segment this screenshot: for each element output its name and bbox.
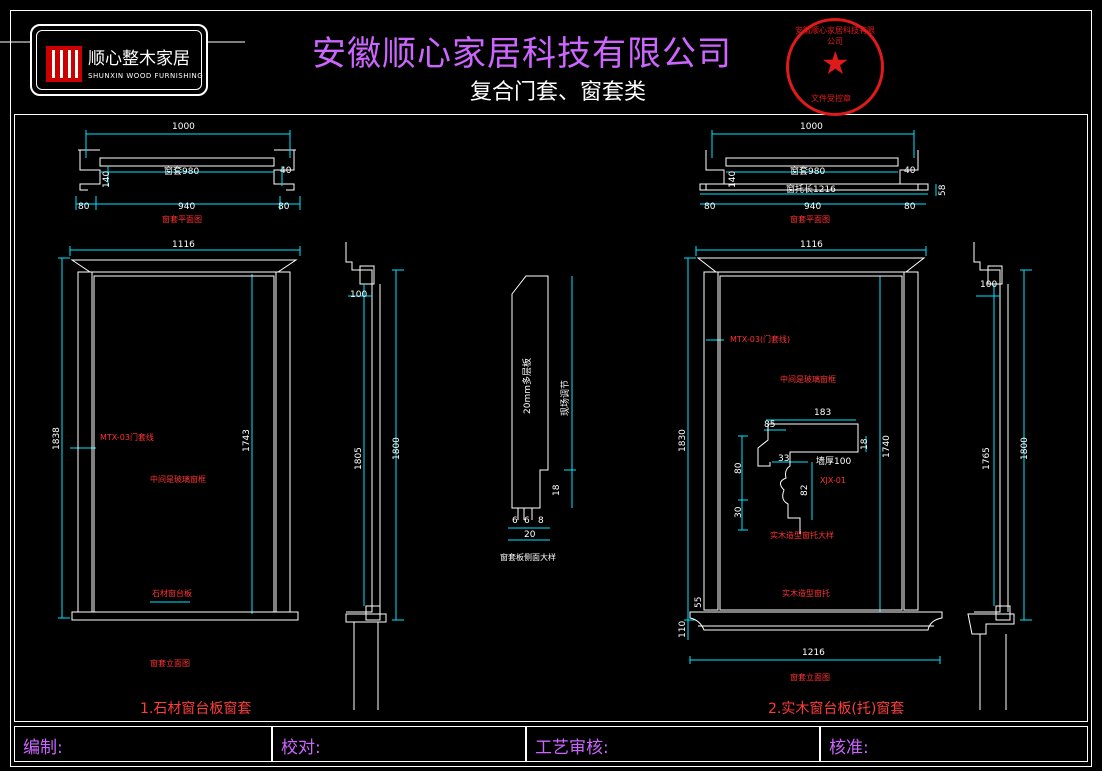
- right-plan-940: 940: [804, 202, 822, 212]
- outer-frame: [10, 10, 1092, 767]
- detail-85: 85: [764, 420, 776, 430]
- left-plan-left: 80: [78, 202, 90, 212]
- detail-18: 18: [860, 438, 870, 450]
- drawing-subtitle: 复合门套、窗套类: [470, 80, 647, 105]
- right-elev-inner: 1740: [882, 435, 892, 458]
- detail-30: 30: [734, 506, 744, 518]
- right-sec-100: 100: [980, 280, 998, 290]
- detail-82: 82: [800, 484, 810, 496]
- right-elev-width: 1116: [800, 240, 823, 250]
- left-plan-inner: 窗套980: [164, 167, 200, 177]
- footer-process-cell: 工艺审核:: [526, 726, 820, 762]
- center-sec-6a: 6: [512, 516, 518, 526]
- seal-bottom-text: 文件受控章: [811, 94, 851, 103]
- left-plan-width: 1000: [172, 122, 195, 132]
- logo-chinese-name: 顺心整木家居: [88, 49, 190, 69]
- right-plan-inner: 窗套980: [790, 167, 826, 177]
- center-sec-6b: 6: [524, 516, 530, 526]
- left-plan-940: 940: [178, 202, 196, 212]
- left-sec-height: 1805: [354, 447, 364, 470]
- right-sill-55: 55: [694, 596, 704, 608]
- right-elev-title: 窗套立面图: [790, 673, 830, 682]
- logo-mark-icon: [46, 46, 82, 82]
- drawing-frame: [14, 114, 1088, 722]
- left-caption: 1.石材窗台板窗套: [140, 701, 252, 717]
- company-logo: 顺心整木家居 SHUNXIN WOOD FURNISHING: [30, 24, 208, 96]
- left-elev-height: 1838: [52, 427, 62, 450]
- left-sec-100: 100: [350, 290, 368, 300]
- left-plan-depth: 140: [102, 170, 112, 188]
- center-sec-20w: 20: [524, 530, 536, 540]
- seal-ring-text: 安徽顺心家居科技有限公司: [795, 26, 875, 46]
- company-seal: 安徽顺心家居科技有限公司 ★ 文件受控章: [786, 18, 884, 116]
- logo-english-name: SHUNXIN WOOD FURNISHING: [88, 72, 204, 80]
- left-elev-title: 窗套立面图: [150, 659, 190, 668]
- right-plan-right: 80: [904, 202, 916, 212]
- seal-star-icon: ★: [821, 44, 850, 82]
- footer-checker-cell: 校对:: [272, 726, 526, 762]
- right-plan-width: 1000: [800, 122, 823, 132]
- left-label-middle: 中间是玻璃窗框: [150, 475, 206, 484]
- right-plan-depth: 140: [728, 170, 738, 188]
- right-sill-110: 110: [678, 620, 688, 638]
- detail-100: 墙厚100: [816, 457, 852, 467]
- left-sec-total: 1800: [392, 437, 402, 460]
- right-label-middle: 中间是玻璃窗框: [780, 375, 836, 384]
- right-label-sill: 实木造型窗托: [782, 589, 830, 598]
- footer-approve-label: 核准:: [829, 738, 869, 758]
- company-title: 安徽顺心家居科技有限公司: [312, 34, 732, 74]
- center-sec-8: 8: [538, 516, 544, 526]
- left-plan-title: 窗套平面图: [162, 215, 202, 224]
- right-elev-height: 1830: [678, 429, 688, 452]
- detail-title: 实木造型窗托大样: [770, 531, 834, 540]
- right-plan-note: 40: [904, 166, 916, 176]
- right-plan-side: 58: [938, 184, 948, 196]
- detail-33: 33: [778, 454, 790, 464]
- center-sec-18: 18: [552, 484, 562, 496]
- center-sec-20: 20mm多层板: [523, 358, 533, 414]
- right-plan-title: 窗套平面图: [790, 215, 830, 224]
- left-elev-width: 1116: [172, 240, 195, 250]
- detail-183: 183: [814, 408, 832, 418]
- right-sec-total: 1800: [1020, 437, 1030, 460]
- center-sec-adj: 现场调节: [561, 379, 571, 416]
- detail-code: XJX-01: [820, 476, 846, 485]
- footer-author-cell: 编制:: [14, 726, 272, 762]
- footer-author-label: 编制:: [23, 738, 63, 758]
- right-plan-left: 80: [704, 202, 716, 212]
- left-label-line: MTX-03门套线: [100, 433, 154, 442]
- right-sill-width: 1216: [802, 648, 825, 658]
- right-caption: 2.实木窗台板(托)窗套: [768, 701, 905, 717]
- left-plan-note: 40: [280, 166, 292, 176]
- footer-approve-cell: 核准:: [820, 726, 1088, 762]
- footer-process-label: 工艺审核:: [535, 738, 609, 758]
- right-sec-height: 1765: [982, 447, 992, 470]
- right-label-line: MTX-03(门套线): [730, 335, 791, 344]
- detail-80: 80: [734, 462, 744, 474]
- footer-checker-label: 校对:: [281, 738, 321, 758]
- left-label-sill: 石材窗台板: [152, 589, 192, 598]
- left-plan-right: 80: [278, 202, 290, 212]
- left-elev-inner: 1743: [242, 429, 252, 452]
- center-sec-title: 窗套板侧面大样: [500, 553, 556, 562]
- right-plan-sill: 窗托长1216: [786, 185, 836, 195]
